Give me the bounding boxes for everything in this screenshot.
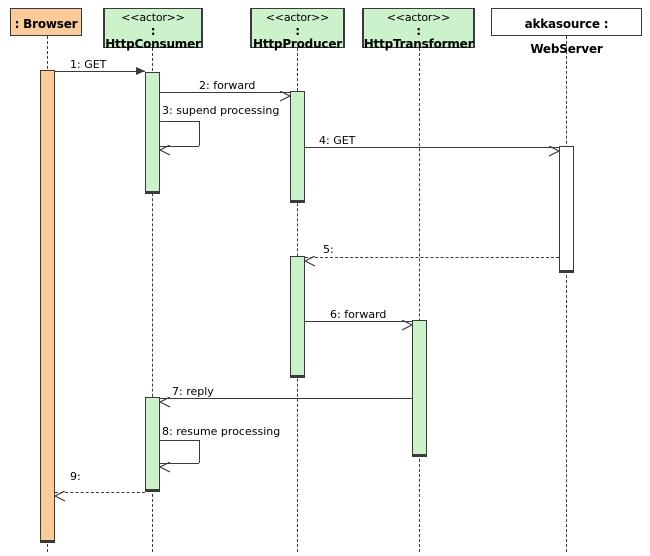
message-4-label: 4: GET bbox=[319, 134, 356, 147]
activation-bar-httpproducer bbox=[290, 256, 305, 378]
activation-bar-webserver bbox=[559, 146, 574, 273]
message-8-line-bottom bbox=[160, 463, 199, 464]
participant-name: : HttpTransformer bbox=[363, 23, 474, 52]
message-5-label: 5: bbox=[323, 243, 334, 256]
message-3-line-top bbox=[160, 121, 199, 122]
lifeline-httptransformer bbox=[419, 48, 420, 552]
participant-box-webserver[interactable]: akkasource : WebServer bbox=[491, 8, 642, 56]
message-3-label: 3: supend processing bbox=[162, 104, 280, 117]
message-1-arrowhead bbox=[136, 67, 145, 75]
message-7-line bbox=[160, 398, 412, 399]
participant-box-browser[interactable]: : Browser bbox=[10, 8, 82, 36]
message-3-line-vertical bbox=[199, 121, 200, 146]
message-6-label: 6: forward bbox=[330, 308, 387, 321]
participant-name: : HttpConsumer bbox=[105, 23, 201, 52]
participant-name: : Browser bbox=[14, 17, 78, 31]
message-9-label: 9: bbox=[70, 470, 81, 483]
lifeline-httpconsumer bbox=[152, 48, 153, 552]
participant-box-httpconsumer[interactable]: <<actor>>: HttpConsumer bbox=[103, 8, 203, 51]
message-2-label: 2: forward bbox=[199, 79, 256, 92]
participant-name: : HttpProducer bbox=[253, 23, 342, 52]
message-8-line-vertical bbox=[199, 440, 200, 463]
activation-bar-httpproducer bbox=[290, 91, 305, 203]
activation-bar-browser bbox=[40, 70, 55, 543]
participant-stereotype: <<actor>> bbox=[386, 11, 451, 24]
participant-box-httpproducer[interactable]: <<actor>>: HttpProducer bbox=[250, 8, 345, 51]
message-8-label: 8: resume processing bbox=[162, 425, 281, 438]
participant-stereotype: <<actor>> bbox=[265, 11, 330, 24]
message-8-line-top bbox=[160, 440, 199, 441]
lifeline-webserver bbox=[566, 36, 567, 552]
message-7-label: 7: reply bbox=[172, 385, 214, 398]
message-3-line-bottom bbox=[160, 146, 199, 147]
participant-box-httptransformer[interactable]: <<actor>>: HttpTransformer bbox=[362, 8, 475, 51]
activation-bar-httpconsumer bbox=[145, 397, 160, 492]
message-9-line bbox=[55, 492, 145, 493]
message-2-line bbox=[160, 92, 290, 93]
activation-bar-httpconsumer bbox=[145, 72, 160, 194]
message-5-line bbox=[305, 257, 559, 258]
activation-bar-httptransformer bbox=[412, 320, 427, 457]
message-1-line bbox=[55, 71, 145, 72]
participant-stereotype: <<actor>> bbox=[121, 11, 185, 24]
message-4-line bbox=[305, 147, 559, 148]
message-6-line bbox=[305, 321, 412, 322]
message-1-label: 1: GET bbox=[70, 58, 107, 71]
